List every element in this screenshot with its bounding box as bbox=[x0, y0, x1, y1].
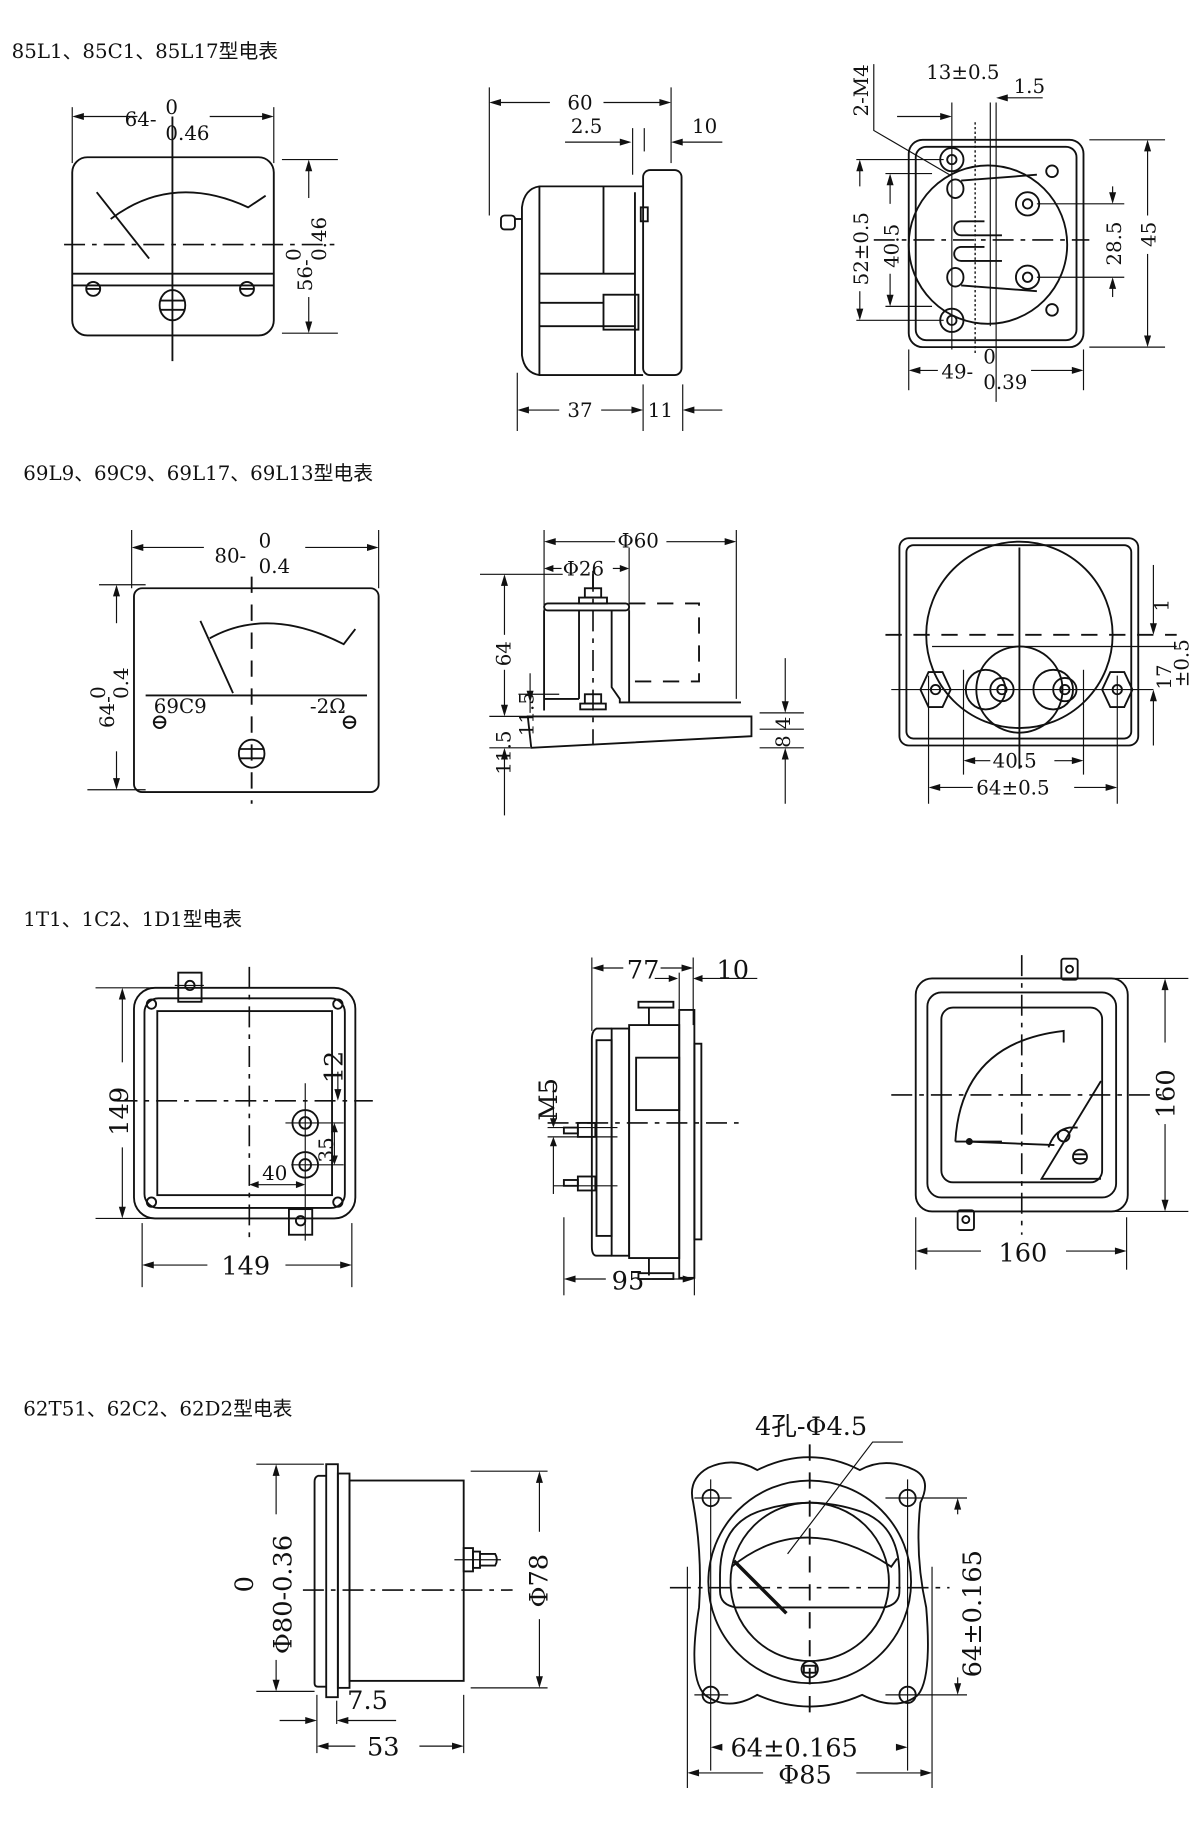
dim-offset-top: 12 bbox=[320, 1051, 350, 1084]
dim-dia-outer: Φ60 bbox=[617, 529, 658, 552]
dim-dia-inner: Φ26 bbox=[563, 557, 604, 580]
section-title-1t1: 1T1、1C2、1D1型电表 bbox=[23, 908, 242, 931]
dim-flange: 7.5 bbox=[347, 1686, 388, 1716]
dim-inner-span: 40.5 bbox=[993, 750, 1037, 773]
dim-thread: M5 bbox=[534, 1078, 564, 1121]
dim-stud: 11.5 bbox=[516, 692, 539, 736]
dim-width: 64- bbox=[125, 108, 157, 131]
dim-base: 11.5 bbox=[492, 731, 515, 775]
front-view-85: 64- 0 0.46 56- 0 0.46 bbox=[64, 96, 338, 362]
dim-height-tol-lower: 0.4 bbox=[110, 667, 133, 698]
rear-view-69: 1 ±0.5 17 40.5 64±0.5 bbox=[885, 537, 1193, 804]
front-view-69: 80- 0 0.4 69C9 -2Ω 64- 0 0.4 bbox=[87, 529, 380, 804]
dim-dia-front: Φ80-0.36 bbox=[268, 1535, 298, 1654]
rear-view-85: 2-M4 13±0.5 1.5 bbox=[850, 61, 1166, 402]
front-view-1t1: 160 160 bbox=[891, 955, 1189, 1270]
dim-plate: 8 bbox=[772, 735, 795, 748]
dim-width-tol-upper: 0 bbox=[259, 529, 272, 552]
dim-dia: Φ85 bbox=[778, 1760, 832, 1790]
dim-height-tol-upper: 0 bbox=[283, 248, 306, 261]
dim-width-tol-upper: 0 bbox=[165, 96, 178, 119]
dim-front-height: 160 bbox=[1151, 1069, 1181, 1118]
dim-hole-v: 64±0.165 bbox=[958, 1550, 988, 1677]
dim-hole-h: 64±0.165 bbox=[730, 1734, 857, 1764]
dim-terminal-x: 40 bbox=[262, 1162, 287, 1185]
dim-side-depth: 77 bbox=[627, 955, 660, 985]
dim-rear-width-tol-lower: 0.39 bbox=[983, 371, 1027, 394]
dim-rear-height: 45 bbox=[1138, 222, 1161, 247]
dim-dia-body: Φ78 bbox=[525, 1554, 555, 1608]
dim-hole-v: 52±0.5 bbox=[850, 212, 873, 285]
side-view-62: 0 Φ80-0.36 Φ78 7.5 53 bbox=[230, 1463, 555, 1762]
label-model: 69C9 bbox=[154, 695, 207, 718]
section-title-85: 85L1、85C1、85L17型电表 bbox=[12, 40, 279, 63]
side-view-69: Φ60 Φ26 64 11.5 11.5 bbox=[479, 529, 804, 816]
dim-gap: 1.5 bbox=[1014, 75, 1045, 98]
dim-flange: 10 bbox=[692, 115, 717, 138]
dim-width-tol-lower: 0.46 bbox=[165, 122, 209, 145]
dim-center-h: 17 bbox=[1153, 664, 1176, 689]
dim-inner-v: 40.5 bbox=[880, 224, 903, 268]
dim-height: 64- bbox=[96, 696, 119, 728]
dim-plate2: 4 bbox=[772, 717, 795, 730]
label-thread: 2-M4 bbox=[850, 64, 873, 116]
dim-width: 80- bbox=[214, 545, 246, 568]
dim-vertical-tol: ±0.5 bbox=[1170, 639, 1193, 687]
dim-terminal-spacing: 35 bbox=[315, 1137, 338, 1162]
section-title-69: 69L9、69C9、69L17、69L13型电表 bbox=[23, 462, 373, 485]
side-view-85: 60 2.5 10 37 11 bbox=[488, 87, 723, 431]
dim-side-total: 95 bbox=[612, 1266, 645, 1296]
dim-bezel: 11 bbox=[648, 399, 673, 422]
label-range: -2Ω bbox=[310, 695, 346, 718]
dim-depth: 53 bbox=[367, 1732, 400, 1762]
section-title-62: 62T51、62C2、62D2型电表 bbox=[23, 1397, 292, 1420]
dim-rear-width: 149 bbox=[221, 1251, 270, 1281]
dim-body: 37 bbox=[567, 399, 592, 422]
dim-rear-width: 49- bbox=[941, 361, 973, 384]
dim-glass: 2.5 bbox=[571, 115, 602, 138]
dim-depth: 60 bbox=[567, 91, 592, 114]
dim-height-tol-lower: 0.46 bbox=[308, 217, 331, 261]
dim-rear-height: 149 bbox=[105, 1087, 135, 1136]
dim-side-flange: 10 bbox=[717, 955, 750, 985]
dim-small-v: 28.5 bbox=[1103, 221, 1126, 265]
side-view-1t1: 77 10 M5 95 bbox=[534, 955, 758, 1296]
dim-tol-upper: 0 bbox=[230, 1576, 260, 1592]
dim-front-width: 160 bbox=[998, 1239, 1047, 1269]
dim-offset: 13±0.5 bbox=[926, 61, 999, 84]
dim-rear-width-tol-upper: 0 bbox=[983, 345, 996, 368]
dim-height-tol-upper: 0 bbox=[87, 686, 110, 699]
dim-vertical-offset: 1 bbox=[1151, 599, 1174, 612]
dim-height: 56- bbox=[294, 259, 317, 291]
rear-view-1t1: 12 35 40 149 149 bbox=[95, 966, 373, 1288]
front-view-62: 4孔-Φ4.5 64±0.165 64±0.165 Φ8 bbox=[669, 1412, 988, 1790]
label-holes: 4孔-Φ4.5 bbox=[755, 1412, 867, 1442]
dim-hole-span: 64±0.5 bbox=[976, 776, 1049, 799]
dim-width-tol-lower: 0.4 bbox=[259, 555, 290, 578]
dim-side-height: 64 bbox=[492, 641, 515, 666]
